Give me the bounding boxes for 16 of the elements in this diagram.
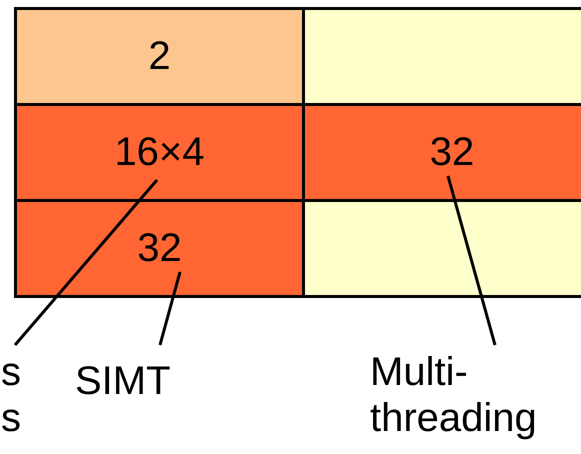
callout-text: Multi-threading: [370, 349, 580, 441]
callout-text: s s: [1, 349, 23, 441]
cell-value: 16×4: [114, 130, 205, 175]
cell-value: 32: [430, 130, 474, 175]
table-cell: [302, 7, 581, 106]
leader-line: [446, 176, 496, 346]
cell-value: 2: [148, 34, 171, 79]
table-cell: [302, 103, 581, 202]
callout-text: SIMT: [75, 358, 195, 404]
table-cell: [14, 7, 305, 106]
table-cell: [302, 199, 581, 298]
cell-value: 32: [137, 226, 182, 271]
table-cell: [14, 103, 305, 202]
leader-line: [14, 179, 158, 346]
table-cell: [14, 199, 305, 298]
leader-line: [158, 272, 182, 346]
